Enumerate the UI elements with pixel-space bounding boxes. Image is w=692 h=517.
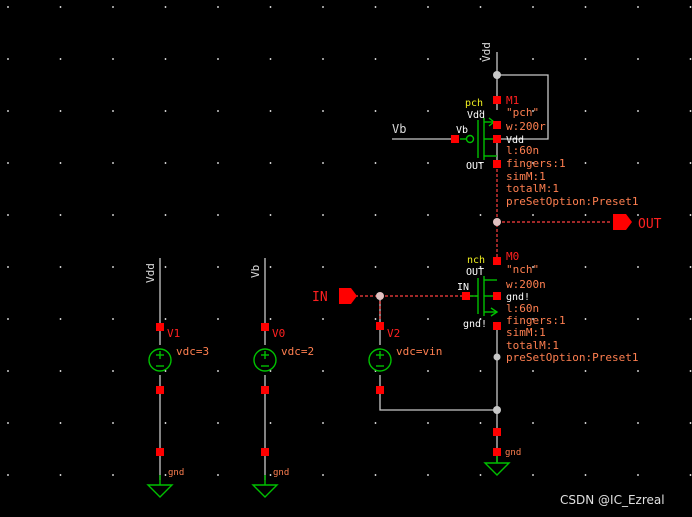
vdd-top-net-label: Vdd: [480, 42, 493, 62]
m0-model: "nch": [506, 263, 539, 276]
pin-square[interactable]: [261, 386, 269, 394]
pin-square[interactable]: [493, 160, 501, 168]
m1-totalm: totalM:1: [506, 182, 559, 195]
m1-length: l:60n: [506, 144, 539, 157]
wire-junctions: [376, 71, 501, 414]
pin-square[interactable]: [451, 135, 459, 143]
pin-square[interactable]: [493, 322, 501, 330]
vsource-v0-symbol[interactable]: [253, 348, 277, 372]
pin-square[interactable]: [493, 121, 501, 129]
v2-instance-name[interactable]: V2: [387, 327, 400, 340]
out-port-arrow[interactable]: [613, 214, 632, 230]
m1-instance-name[interactable]: M1: [506, 94, 519, 107]
pin-square[interactable]: [493, 428, 501, 436]
m0-gate-pin-label: IN: [457, 282, 469, 293]
m1-model: "pch": [506, 106, 539, 119]
vb-supply-net-label: Vb: [249, 265, 262, 278]
ground-symbols: [146, 452, 511, 498]
m0-preset: preSetOption:Preset1: [506, 351, 638, 364]
v0-instance-name[interactable]: V0: [272, 327, 285, 340]
pin-square[interactable]: [376, 386, 384, 394]
pin-markers[interactable]: [156, 96, 501, 456]
v0-value: vdc=2: [281, 345, 314, 358]
m0-bulk-pin-label: gnd!: [506, 292, 530, 303]
grid-dots: [7, 6, 692, 476]
highlighted-nets: [355, 164, 612, 320]
vsource-v2-symbol[interactable]: [368, 348, 392, 372]
gnd-label-m0: gnd: [505, 448, 521, 458]
gnd-label-v1: gnd: [168, 468, 184, 478]
m0-totalm: totalM:1: [506, 339, 559, 352]
m1-source-pin-label: Vdd: [467, 110, 485, 121]
m1-properties: "pch" w:200r l:60n fingers:1 simM:1 tota…: [506, 106, 638, 208]
pin-square[interactable]: [156, 323, 164, 331]
m1-gate-pin-label: Vb: [456, 125, 468, 136]
m0-properties: "nch" w:200n l:60n fingers:1 simM:1 tota…: [506, 263, 638, 364]
wires: [159, 52, 549, 480]
m1-model-tag: pch: [465, 98, 483, 109]
m0-source-pin-label: gnd!: [463, 319, 487, 330]
m0-length: l:60n: [506, 302, 539, 315]
m1-width: w:200r: [506, 120, 546, 133]
m1-fingers: fingers:1: [506, 157, 566, 170]
vb-left-net-label: Vb: [392, 122, 406, 136]
pin-square[interactable]: [493, 448, 501, 456]
m0-simm: simM:1: [506, 326, 546, 339]
nmos-m0-symbol[interactable]: [466, 276, 499, 317]
m0-drain-pin-label: OUT: [466, 267, 484, 278]
in-port-label: IN: [312, 290, 328, 305]
m0-width: w:200n: [506, 278, 546, 291]
m1-drain-pin-label: OUT: [466, 161, 484, 172]
m0-instance-name[interactable]: M0: [506, 250, 519, 263]
pin-square[interactable]: [156, 386, 164, 394]
m0-fingers: fingers:1: [506, 314, 566, 327]
m1-preset: preSetOption:Preset1: [506, 195, 638, 208]
in-port-arrow[interactable]: [339, 288, 357, 304]
pin-square[interactable]: [493, 292, 501, 300]
v2-value: vdc=vin: [396, 345, 442, 358]
pin-square[interactable]: [462, 292, 470, 300]
v1-value: vdc=3: [176, 345, 209, 358]
vdd-supply-net-label: Vdd: [144, 263, 157, 283]
pin-square[interactable]: [493, 96, 501, 104]
m1-simm: simM:1: [506, 170, 546, 183]
out-port-label: OUT: [638, 217, 662, 232]
gnd-label-v0: gnd: [273, 468, 289, 478]
pin-square[interactable]: [261, 448, 269, 456]
watermark: CSDN @IC_Ezreal: [560, 493, 665, 507]
vsource-v1-symbol[interactable]: [148, 348, 172, 372]
pin-square[interactable]: [261, 323, 269, 331]
pin-square[interactable]: [156, 448, 164, 456]
pin-square[interactable]: [376, 322, 384, 330]
m1-bulk-pin-label: Vdd: [506, 135, 524, 146]
v1-instance-name[interactable]: V1: [167, 327, 180, 340]
pin-square[interactable]: [493, 135, 501, 143]
m0-model-tag: nch: [467, 255, 485, 266]
pin-square[interactable]: [493, 257, 501, 265]
